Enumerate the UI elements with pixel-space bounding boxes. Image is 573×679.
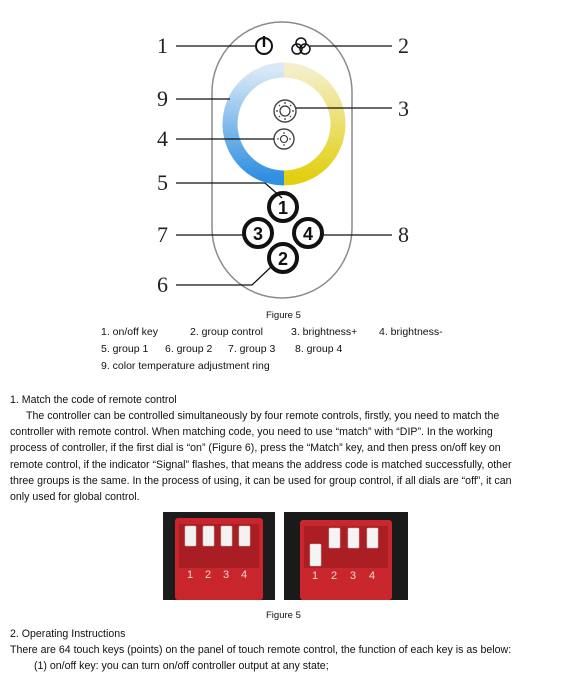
callout-7: 7 xyxy=(157,222,168,247)
legend-item: 6. group 2 xyxy=(165,343,213,355)
color-temperature-ring[interactable] xyxy=(222,62,346,186)
svg-text:4: 4 xyxy=(303,224,313,244)
legend-item: 9. color temperature adjustment ring xyxy=(101,360,270,372)
svg-text:1: 1 xyxy=(278,198,288,218)
section-heading: 2. Operating Instructions xyxy=(10,628,126,640)
section-heading: 1. Match the code of remote control xyxy=(10,394,177,406)
svg-text:3: 3 xyxy=(223,569,229,581)
callout-9: 9 xyxy=(157,86,168,111)
sun-small-icon xyxy=(279,134,289,144)
callout-6: 6 xyxy=(157,272,168,297)
callout-1: 1 xyxy=(157,33,168,58)
svg-text:3: 3 xyxy=(253,224,263,244)
svg-text:3: 3 xyxy=(350,570,356,582)
section-intro: There are 64 touch keys (points) on the … xyxy=(10,644,512,656)
legend-item: 1. on/off key xyxy=(101,326,159,338)
legend-item: 8. group 4 xyxy=(295,343,343,355)
svg-text:2: 2 xyxy=(331,570,337,582)
brightness-minus-key[interactable] xyxy=(273,128,295,150)
remote-control-diagram: 1 3 4 2 xyxy=(176,21,392,299)
group-control-key[interactable] xyxy=(291,37,311,55)
callout-5: 5 xyxy=(157,170,168,195)
svg-text:4: 4 xyxy=(369,570,375,582)
callout-4: 4 xyxy=(157,126,168,151)
dip-switch-photo-off: 1 2 3 4 xyxy=(163,512,275,600)
callout-2: 2 xyxy=(398,33,409,58)
svg-text:1: 1 xyxy=(187,569,193,581)
brightness-plus-key[interactable] xyxy=(273,99,297,123)
group-4-key[interactable]: 4 xyxy=(292,217,324,249)
legend-item: 7. group 3 xyxy=(228,343,276,355)
dip-switch-photo-first-on: 1 2 3 4 xyxy=(284,512,408,600)
group-icon xyxy=(299,43,311,55)
svg-text:2: 2 xyxy=(278,249,288,269)
figure-caption: Figure 5 xyxy=(266,310,301,321)
svg-text:1: 1 xyxy=(312,570,318,582)
on-off-key[interactable] xyxy=(255,36,273,55)
legend-item: 3. brightness+ xyxy=(291,326,358,338)
group-2-key[interactable]: 2 xyxy=(267,242,299,274)
svg-text:2: 2 xyxy=(205,569,211,581)
callout-leaders xyxy=(176,45,392,286)
list-item: (1) on/off key: you can turn on/off cont… xyxy=(34,660,329,672)
legend-item: 4. brightness- xyxy=(379,326,443,338)
group-1-key[interactable]: 1 xyxy=(267,191,299,223)
group-3-key[interactable]: 3 xyxy=(242,217,274,249)
sun-icon xyxy=(279,105,291,117)
figure-caption: Figure 5 xyxy=(266,610,301,621)
svg-text:4: 4 xyxy=(241,569,247,581)
legend-item: 2. group control xyxy=(190,326,263,338)
callout-3: 3 xyxy=(398,96,409,121)
section-paragraph: The controller can be controlled simulta… xyxy=(10,410,512,504)
legend-item: 5. group 1 xyxy=(101,343,149,355)
callout-8: 8 xyxy=(398,222,409,247)
